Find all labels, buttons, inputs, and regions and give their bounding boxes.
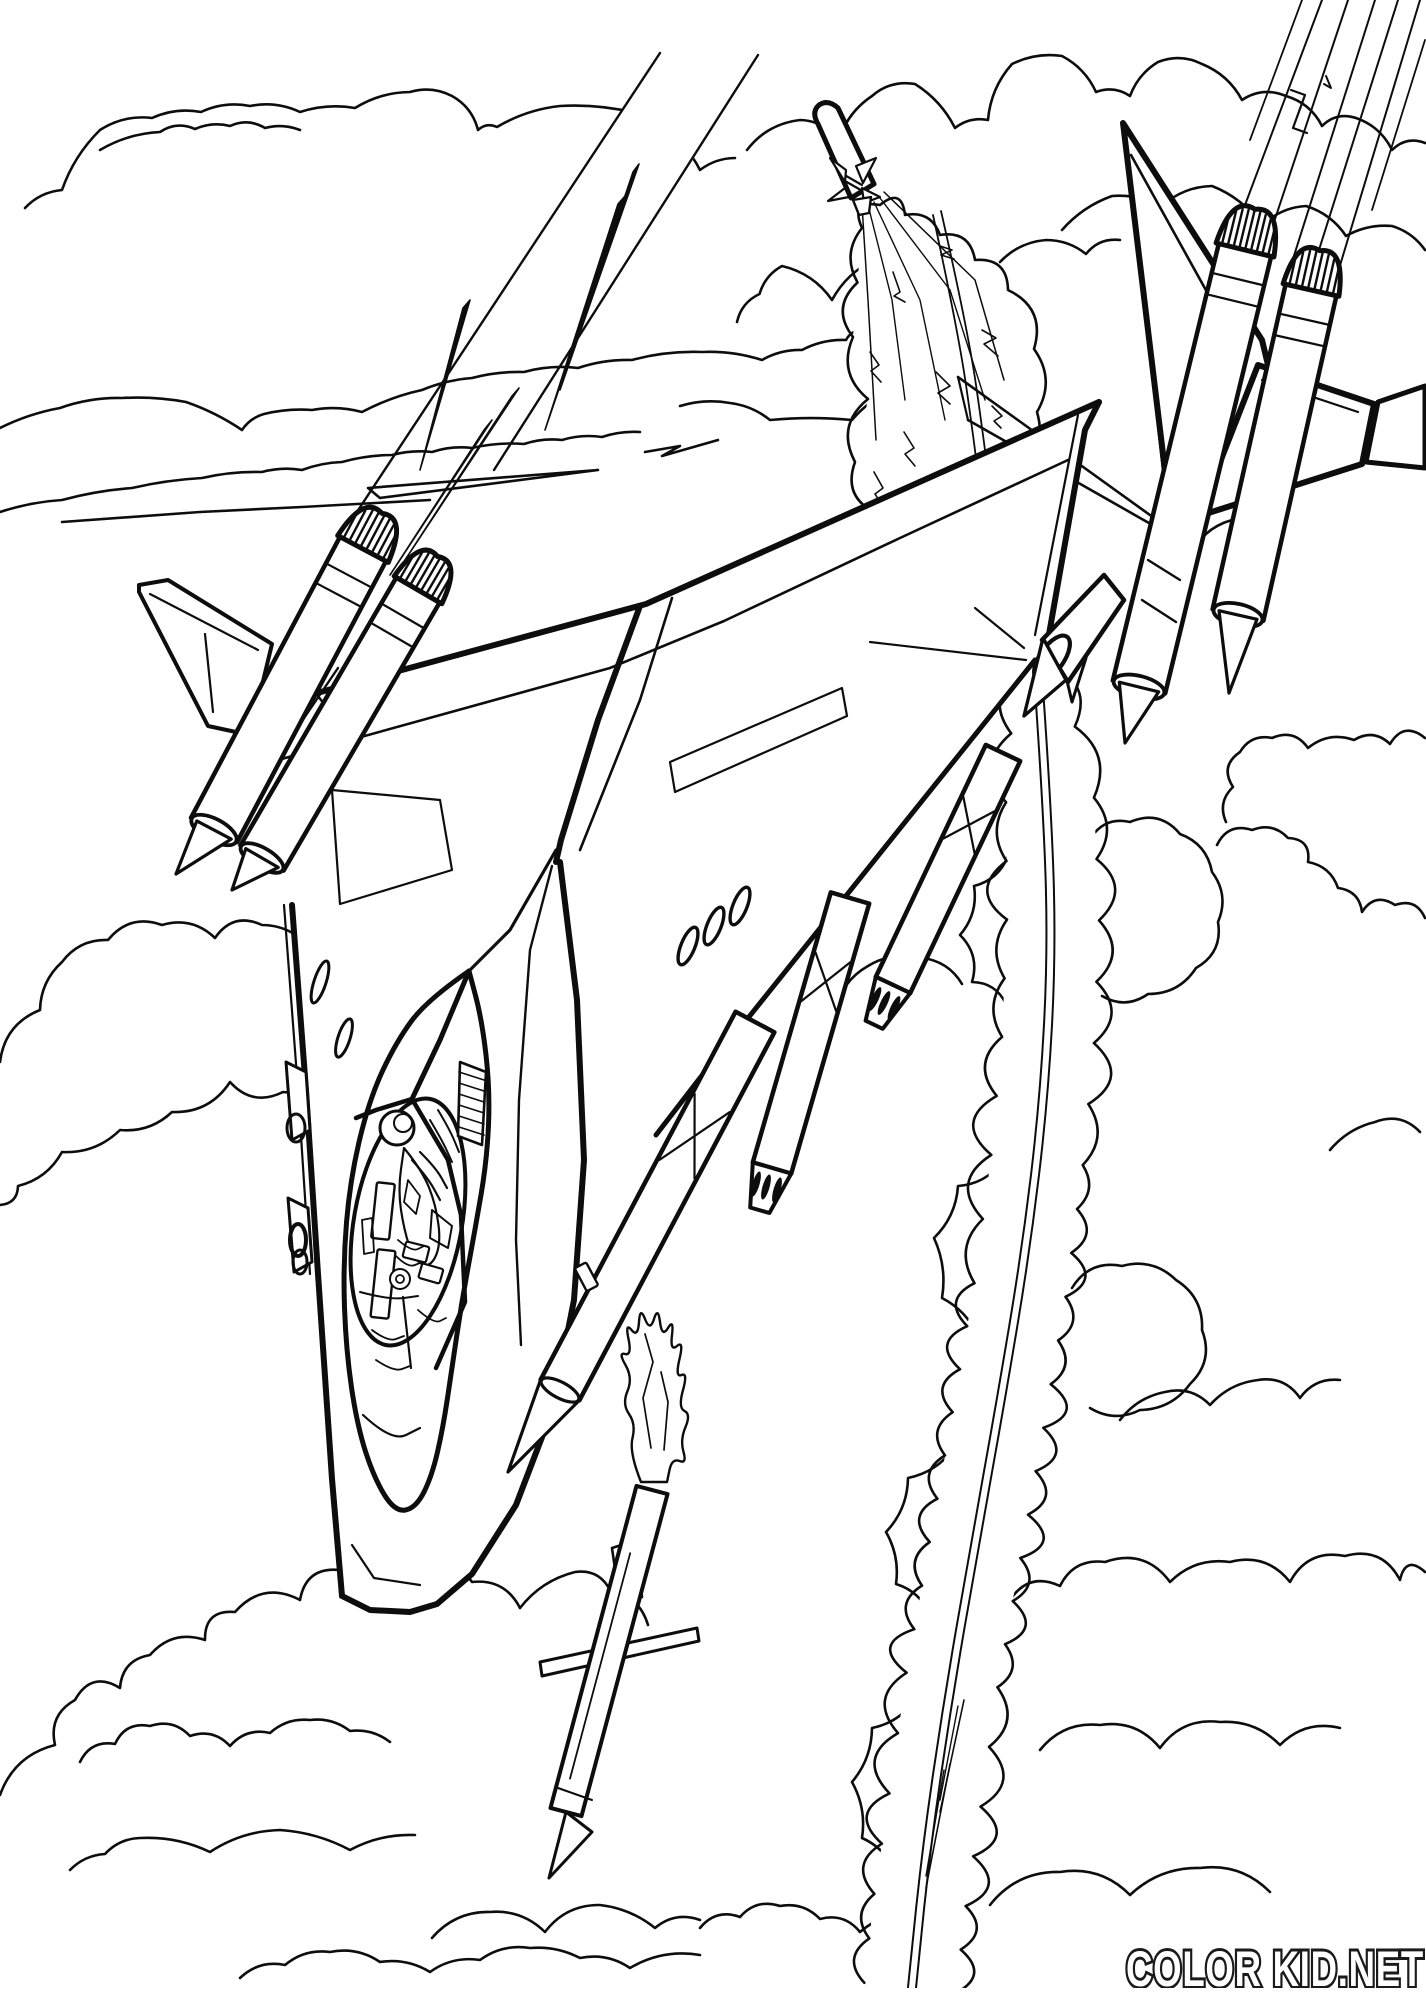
svg-text:COLOR KID.NET: COLOR KID.NET — [1126, 1941, 1424, 1988]
